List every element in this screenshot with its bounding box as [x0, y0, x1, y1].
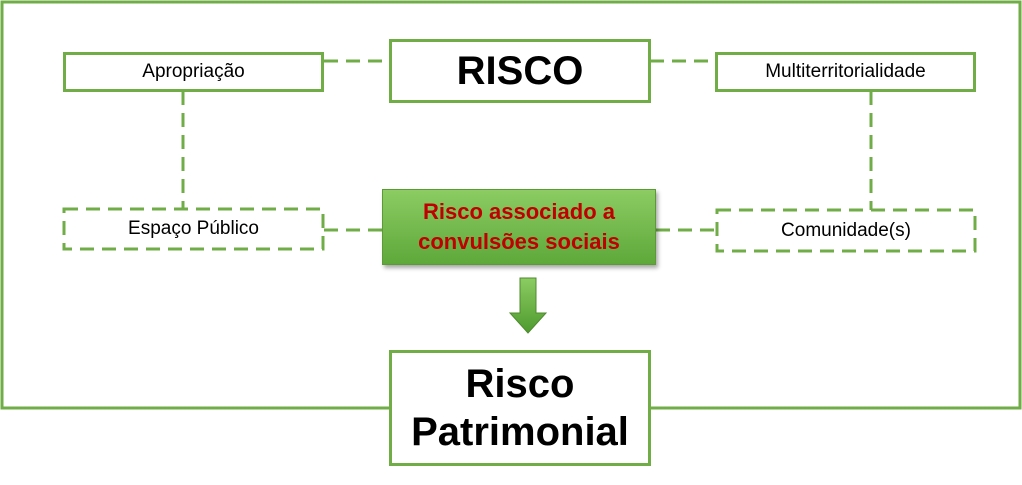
apropriacao-label: Apropriação [142, 61, 245, 82]
comunidades-border [715, 208, 977, 253]
apropriacao-node: Apropriação [63, 52, 324, 92]
espaco-publico-label: Espaço Público [128, 218, 259, 239]
multiterritorialidade-node: Multiterritorialidade [715, 52, 976, 92]
down-arrow-icon [508, 277, 548, 334]
risco-node: RISCO [389, 39, 651, 103]
center-node: Risco associado a convulsões sociais [382, 189, 656, 265]
espaco-publico-node: Espaço Público [64, 209, 323, 249]
patrimonial-label-line2: Patrimonial [411, 410, 629, 454]
espaco-publico-border [62, 207, 325, 251]
center-label-line1: Risco associado a [423, 199, 615, 224]
center-label-line2: convulsões sociais [418, 229, 620, 254]
comunidades-node: Comunidade(s) [717, 211, 975, 251]
multiterritorialidade-label: Multiterritorialidade [765, 61, 926, 82]
comunidades-label: Comunidade(s) [781, 220, 911, 241]
patrimonial-label-line1: Risco [465, 362, 575, 406]
patrimonial-node: Risco Patrimonial [389, 350, 651, 466]
risco-label: RISCO [456, 48, 584, 93]
